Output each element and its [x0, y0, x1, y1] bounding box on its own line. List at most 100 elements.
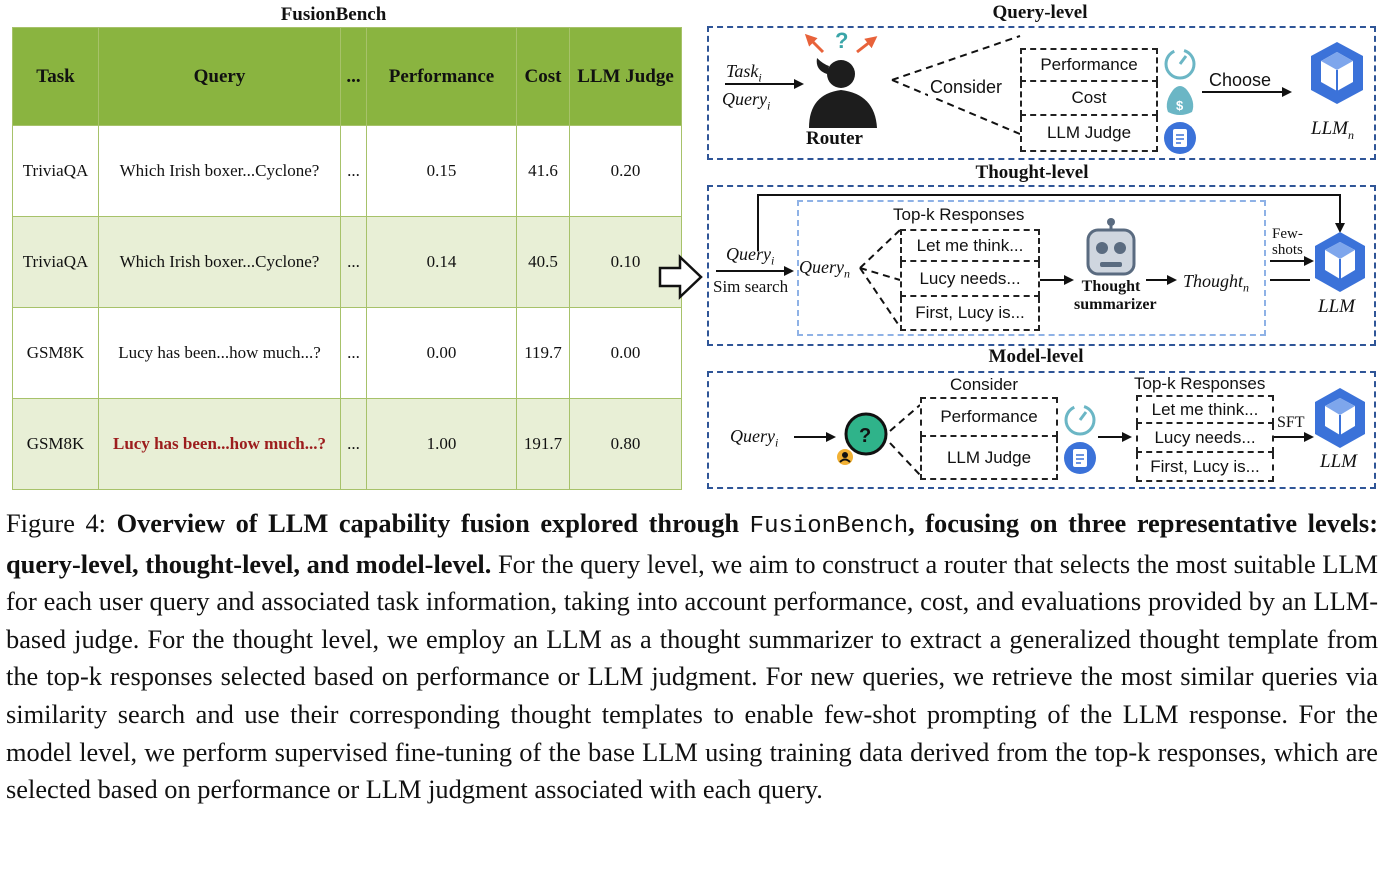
judge-document-icon [1164, 122, 1196, 154]
cell-query-highlighted: Lucy has been...how much...? [98, 398, 341, 490]
cell-ellipsis: ... [340, 125, 367, 217]
model-level-panel [707, 371, 1376, 489]
criteria-llm-judge: LLM Judge [1020, 116, 1158, 152]
robot-icon [1086, 218, 1136, 276]
query-level-panel [707, 26, 1376, 160]
cell-cost: 40.5 [516, 216, 570, 308]
retrieval-box [797, 200, 1266, 336]
caption-bold-1: Overview of LLM capability fusion explor… [116, 508, 740, 538]
llm-cube-icon [1311, 42, 1363, 104]
figure-caption: Figure 4: Overview of LLM capability fus… [6, 505, 1378, 809]
cell-llm-judge: 0.10 [569, 216, 682, 308]
header-performance: Performance [366, 27, 517, 126]
model-criteria-icons [1064, 404, 1096, 474]
caption-bold-2: , focusing on three representative level… [6, 508, 1378, 579]
cell-cost: 119.7 [516, 307, 570, 399]
query-level-title: Query-level [992, 2, 1088, 23]
thought-response-1: Let me think... [900, 229, 1040, 262]
thought-level-panel [707, 185, 1376, 346]
model-query-label: Queryi [730, 426, 779, 450]
criteria-cost: Cost [1020, 82, 1158, 116]
query-label: Queryi [722, 89, 771, 113]
fusionbench-table: Task Query ... Performance Cost LLM Judg… [12, 27, 682, 490]
model-consider-label: Consider [950, 375, 1019, 395]
model-llm-label: LLM [1320, 451, 1357, 472]
model-response-2: Lucy needs... [1136, 424, 1274, 453]
cell-ellipsis: ... [340, 216, 367, 308]
caption-code-name: FusionBench [749, 513, 909, 540]
model-criteria-llm-judge: LLM Judge [920, 437, 1058, 480]
header-query: Query [98, 27, 341, 126]
cell-llm-judge: 0.00 [569, 307, 682, 399]
sft-label: SFT [1277, 414, 1305, 431]
llm-cube-icon [1315, 388, 1365, 448]
cell-performance: 0.14 [366, 216, 517, 308]
table-row: GSM8K Lucy has been...how much...? ... 0… [12, 307, 682, 399]
cell-cost: 191.7 [516, 398, 570, 490]
model-topk-label: Top-k Responses [1134, 374, 1266, 394]
cell-performance: 1.00 [366, 398, 517, 490]
cell-query: Which Irish boxer...Cyclone? [98, 216, 341, 308]
thought-query-label: Queryi [726, 244, 775, 268]
header-cost: Cost [516, 27, 570, 126]
question-bubble-icon: ? [837, 412, 888, 465]
llm-cube-icon [1315, 232, 1365, 292]
query-n-label: Queryn [799, 257, 850, 281]
cell-ellipsis: ... [340, 398, 367, 490]
cell-task: TriviaQA [12, 216, 99, 308]
thought-n-label: Thoughtn [1183, 271, 1250, 295]
cell-llm-judge: 0.20 [569, 125, 682, 217]
table-title: FusionBench [280, 4, 387, 25]
model-response-3: First, Lucy is... [1136, 453, 1274, 482]
cell-ellipsis: ... [340, 307, 367, 399]
model-criteria-performance: Performance [920, 397, 1058, 437]
cell-task: TriviaQA [12, 125, 99, 217]
cell-query: Lucy has been...how much...? [98, 307, 341, 399]
model-level-connectors [794, 404, 1314, 476]
model-response-1: Let me think... [1136, 395, 1274, 424]
table-row: GSM8K Lucy has been...how much...? ... 1… [12, 398, 682, 490]
svg-text:$: $ [1176, 98, 1184, 113]
model-level-title: Model-level [988, 346, 1084, 367]
money-bag-icon: $ [1166, 86, 1194, 115]
thought-level-title: Thought-level [975, 162, 1089, 183]
thought-level-connectors [716, 194, 1345, 328]
gauge-icon [1064, 404, 1096, 436]
query-consider-label: Consider [928, 77, 1005, 98]
svg-text:?: ? [859, 425, 871, 447]
judge-document-icon [1064, 442, 1096, 474]
few-shots-label: Few-shots [1272, 226, 1303, 258]
choose-label: Choose [1209, 70, 1272, 90]
query-level-connectors [725, 35, 1292, 135]
header-ellipsis: ... [340, 27, 367, 126]
cell-query: Which Irish boxer...Cyclone? [98, 125, 341, 217]
header-llm-judge: LLM Judge [569, 27, 682, 126]
criteria-icons: $ [1164, 48, 1196, 154]
cell-performance: 0.15 [366, 125, 517, 217]
sim-search-label: Sim search [713, 277, 789, 296]
header-task: Task [12, 27, 99, 126]
gauge-icon [1164, 48, 1196, 80]
figure-label: Figure 4: [6, 508, 106, 538]
svg-text:?: ? [835, 30, 848, 53]
caption-body: For the query level, we aim to construct… [6, 548, 1378, 805]
thought-response-3: First, Lucy is... [900, 297, 1040, 331]
llm-n-label: LLMn [1311, 118, 1354, 142]
cell-llm-judge: 0.80 [569, 398, 682, 490]
table-header-row: Task Query ... Performance Cost LLM Judg… [12, 27, 682, 126]
table-row: TriviaQA Which Irish boxer...Cyclone? ..… [12, 216, 682, 308]
cell-performance: 0.00 [366, 307, 517, 399]
router-label: Router [806, 128, 863, 149]
thought-llm-label: LLM [1318, 296, 1355, 317]
router-person-icon: ? [804, 30, 878, 128]
thought-response-2: Lucy needs... [900, 262, 1040, 297]
thought-topk-label: Top-k Responses [893, 205, 1025, 225]
cell-task: GSM8K [12, 398, 99, 490]
table-row: TriviaQA Which Irish boxer...Cyclone? ..… [12, 125, 682, 217]
cell-task: GSM8K [12, 307, 99, 399]
task-label: Taski [726, 61, 762, 85]
hollow-arrow-icon [658, 254, 703, 300]
cell-cost: 41.6 [516, 125, 570, 217]
criteria-performance: Performance [1020, 48, 1158, 82]
